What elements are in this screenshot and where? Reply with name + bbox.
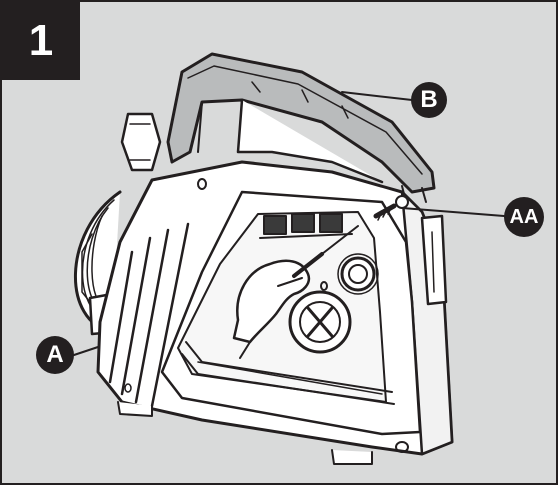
screw-icon [373,195,409,221]
step-number-badge: 1 [2,2,80,80]
callout-b: B [411,82,447,118]
callout-aa: AA [504,197,544,237]
hand-screwdriver-icon [232,225,359,359]
control-dials [288,253,379,354]
handle [166,52,448,306]
callout-a: A [36,336,74,374]
leader-lines [73,91,505,356]
